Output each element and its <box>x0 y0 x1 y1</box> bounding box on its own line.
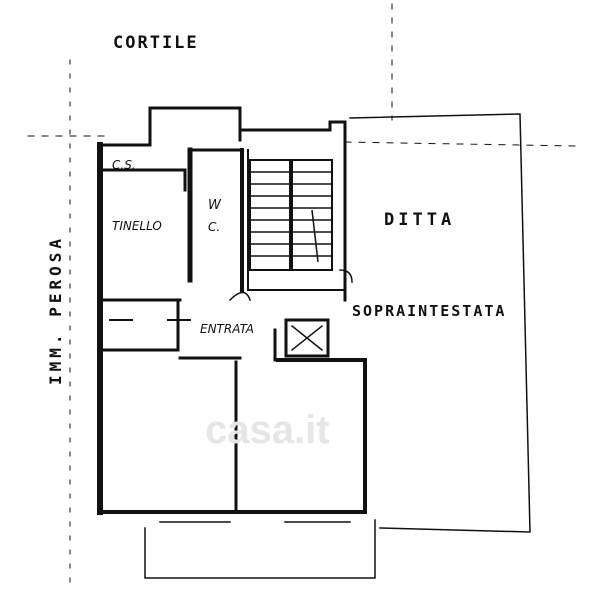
label-cs: C.S. <box>112 158 136 172</box>
wall-middle <box>98 298 180 352</box>
label-ditta: DITTA <box>384 210 456 230</box>
label-c: C. <box>208 220 221 234</box>
stair-flight-right <box>291 159 333 271</box>
lift-shaft <box>284 318 330 358</box>
wall-cs <box>98 168 187 192</box>
outer-wall-top-right <box>238 120 347 302</box>
label-entrata: ENTRATA <box>200 322 254 336</box>
staircase <box>249 159 333 271</box>
stair-direction-arrow <box>311 209 319 263</box>
label-wc: W <box>208 198 221 213</box>
door-swing <box>228 291 251 302</box>
label-cortile: CORTILE <box>113 33 199 53</box>
reference-dash-line <box>27 135 576 147</box>
adjacent-property-outline <box>349 113 531 533</box>
door-swing <box>339 269 353 283</box>
stair-treads-left <box>250 171 290 257</box>
stair-flight-left <box>249 159 291 271</box>
window-bottom-right <box>284 511 351 523</box>
outer-wall-top <box>98 106 242 147</box>
label-tinello: TINELLO <box>112 219 162 233</box>
window-bottom-left <box>159 511 231 523</box>
label-sopraintestata: SOPRAINTESTATA <box>352 302 507 320</box>
label-imm-perosa: IMM. PEROSA <box>46 235 65 385</box>
stair-treads-right <box>292 171 332 257</box>
lift-cross <box>290 324 324 352</box>
casa-it-watermark: casa.it <box>205 408 330 452</box>
balcony-ledge <box>144 519 376 579</box>
